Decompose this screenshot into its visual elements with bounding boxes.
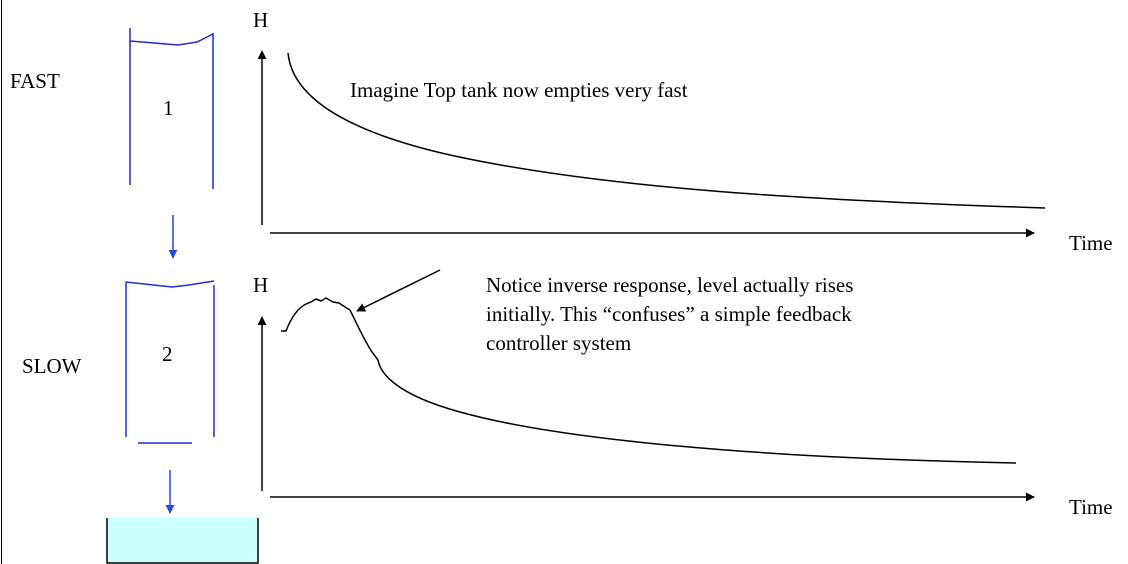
bottom-graph-x-axis-label: Time <box>1069 495 1113 519</box>
tank-2 <box>125 280 215 444</box>
tank-2-number: 2 <box>162 342 173 366</box>
annotation-pointer-arrow <box>356 269 441 312</box>
tank-2-speed-label: SLOW <box>22 354 82 378</box>
reservoir <box>106 518 259 564</box>
bottom-graph-annotation: Notice inverse response, level actually … <box>486 271 853 358</box>
top-graph-y-axis-label: H <box>253 8 269 32</box>
top-graph-response-curve <box>287 52 1046 209</box>
tank-1-number: 1 <box>163 96 174 120</box>
frame-left-border <box>1 0 2 564</box>
bottom-graph-annotation-line-2: initially. This “confuses” a simple feed… <box>486 302 852 326</box>
tank-1-speed-label: FAST <box>10 69 60 93</box>
top-graph-x-axis-label: Time <box>1069 231 1113 255</box>
tank-1-water-surface <box>129 33 214 46</box>
bottom-graph-y-axis-label: H <box>253 273 269 297</box>
top-graph-annotation: Imagine Top tank now empties very fast <box>350 78 688 102</box>
bottom-graph-response-curve <box>281 297 1017 464</box>
tank-1 <box>129 28 214 189</box>
bottom-graph-annotation-line-1: Notice inverse response, level actually … <box>486 273 854 297</box>
bottom-graph-annotation-line-3: controller system <box>486 331 632 355</box>
tank-2-water-surface <box>125 280 215 288</box>
